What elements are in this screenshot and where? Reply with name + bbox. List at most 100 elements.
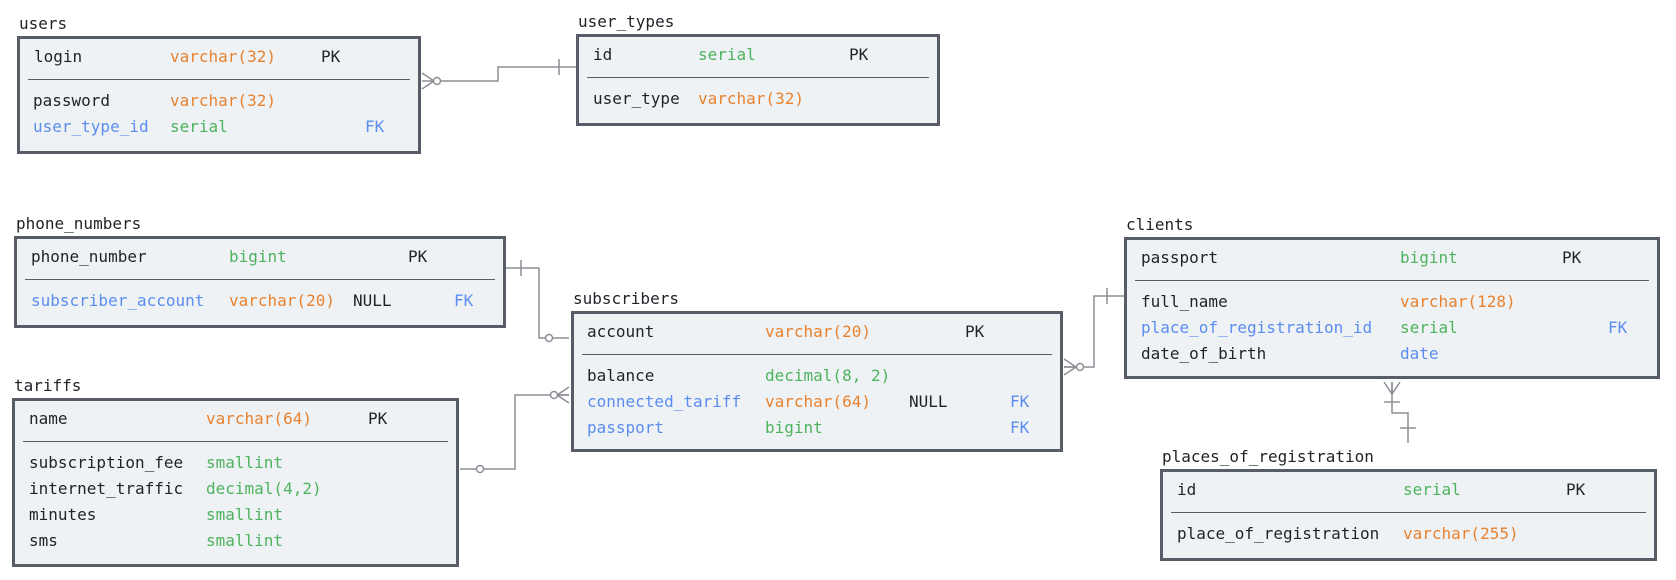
optional-circle-icon: [1075, 362, 1085, 372]
column-name: passport: [1141, 248, 1219, 267]
column-type: varchar(32): [170, 91, 276, 110]
column-name: id: [593, 45, 613, 64]
pk-row: login varchar(32) PK: [20, 44, 418, 70]
column-type: smallint: [206, 453, 284, 472]
column-type: varchar(20): [765, 322, 871, 341]
field-row: subscriber_account varchar(20) NULL FK: [17, 288, 503, 314]
field-row: balance decimal(8, 2): [574, 363, 1060, 389]
entity-title: subscribers: [573, 289, 679, 308]
column-name: minutes: [29, 505, 97, 524]
optional-circle-icon: [432, 76, 442, 86]
column-name: place_of_registration_id: [1141, 318, 1373, 337]
connector-tariffs-subscribers: [460, 394, 569, 470]
column-type: bigint: [229, 247, 287, 266]
column-name: user_type: [593, 89, 680, 108]
column-type: varchar(20): [229, 291, 335, 310]
entity-subscribers[interactable]: subscribers account varchar(20) PK balan…: [571, 289, 1063, 452]
field-row: internet_traffic decimal(4,2): [15, 476, 456, 502]
entity-phone-numbers[interactable]: phone_numbers phone_number bigint PK sub…: [14, 214, 506, 328]
pk-marker: PK: [1566, 480, 1586, 499]
column-name: login: [34, 47, 83, 66]
crowfoot-many-icon: [1063, 358, 1078, 376]
column-type: serial: [698, 45, 756, 64]
pk-marker: PK: [368, 409, 388, 428]
field-row: user_type varchar(32): [579, 86, 937, 112]
pk-marker: PK: [1562, 248, 1582, 267]
connector-phone-numbers-subscribers: [506, 267, 569, 339]
column-type: smallint: [206, 531, 284, 550]
column-name: date_of_birth: [1141, 344, 1267, 363]
field-row: passport bigint FK: [574, 415, 1060, 441]
fk-marker: FK: [454, 291, 474, 310]
column-type: serial: [170, 117, 228, 136]
entity-box: name varchar(64) PK subscription_fee sma…: [12, 398, 459, 567]
entity-tariffs[interactable]: tariffs name varchar(64) PK subscription…: [12, 376, 459, 567]
field-row: user_type_id serial FK: [20, 114, 418, 140]
pk-divider: [1171, 512, 1646, 513]
column-type: serial: [1400, 318, 1458, 337]
fk-marker: FK: [1010, 418, 1030, 437]
field-row: minutes smallint: [15, 502, 456, 528]
column-type: bigint: [1400, 248, 1458, 267]
column-name: phone_number: [31, 247, 147, 266]
pk-row: account varchar(20) PK: [574, 319, 1060, 345]
column-type: decimal(4,2): [206, 479, 322, 498]
column-name: subscriber_account: [31, 291, 205, 310]
column-name: sms: [29, 531, 58, 550]
column-type: decimal(8, 2): [765, 366, 891, 385]
column-name: balance: [587, 366, 655, 385]
connector-subscribers-clients: [1064, 295, 1124, 368]
entity-title: tariffs: [14, 376, 82, 395]
entity-box: account varchar(20) PK balance decimal(8…: [571, 311, 1063, 452]
entity-places-of-registration[interactable]: places_of_registration id serial PK plac…: [1160, 447, 1657, 561]
column-name: id: [1177, 480, 1197, 499]
field-row: password varchar(32): [20, 88, 418, 114]
entity-title: user_types: [578, 12, 675, 31]
column-type: date: [1400, 344, 1439, 363]
column-type: varchar(64): [765, 392, 871, 411]
pk-marker: PK: [849, 45, 869, 64]
pk-row: passport bigint PK: [1127, 245, 1657, 271]
column-name: subscription_fee: [29, 453, 184, 472]
optional-circle-icon: [475, 464, 485, 474]
entity-title: places_of_registration: [1162, 447, 1374, 466]
pk-divider: [582, 354, 1052, 355]
field-row: place_of_registration_id serial FK: [1127, 315, 1657, 341]
pk-divider: [23, 441, 448, 442]
entity-box: id serial PK place_of_registration varch…: [1160, 469, 1657, 561]
column-name: connected_tariff: [587, 392, 742, 411]
column-name: internet_traffic: [29, 479, 184, 498]
null-marker: NULL: [353, 291, 392, 310]
pk-row: name varchar(64) PK: [15, 406, 456, 432]
pk-row: id serial PK: [1163, 477, 1654, 503]
pk-divider: [1135, 280, 1649, 281]
field-row: place_of_registration varchar(255): [1163, 521, 1654, 547]
pk-marker: PK: [321, 47, 341, 66]
field-row: subscription_fee smallint: [15, 450, 456, 476]
column-type: varchar(255): [1403, 524, 1519, 543]
pk-marker: PK: [965, 322, 985, 341]
pk-row: id serial PK: [579, 42, 937, 68]
entity-clients[interactable]: clients passport bigint PK full_name var…: [1124, 215, 1660, 379]
column-name: account: [587, 322, 655, 341]
field-row: sms smallint: [15, 528, 456, 554]
column-type: varchar(32): [170, 47, 276, 66]
optional-circle-icon: [549, 390, 559, 400]
connector-clients-places: [1391, 382, 1409, 443]
pk-divider: [28, 79, 410, 80]
crowfoot-many-icon: [421, 72, 436, 90]
column-type: bigint: [765, 418, 823, 437]
fk-marker: FK: [1010, 392, 1030, 411]
pk-row: phone_number bigint PK: [17, 244, 503, 270]
entity-box: passport bigint PK full_name varchar(128…: [1124, 237, 1660, 379]
connector-users-user-types: [437, 66, 576, 82]
column-name: name: [29, 409, 68, 428]
entity-users[interactable]: users login varchar(32) PK password varc…: [17, 14, 421, 154]
entity-title: clients: [1126, 215, 1194, 234]
entity-user-types[interactable]: user_types id serial PK user_type varcha…: [576, 12, 940, 126]
column-type: smallint: [206, 505, 284, 524]
entity-box: login varchar(32) PK password varchar(32…: [17, 36, 421, 154]
pk-divider: [587, 77, 929, 78]
field-row: connected_tariff varchar(64) NULL FK: [574, 389, 1060, 415]
crowfoot-many-icon: [1383, 381, 1401, 396]
